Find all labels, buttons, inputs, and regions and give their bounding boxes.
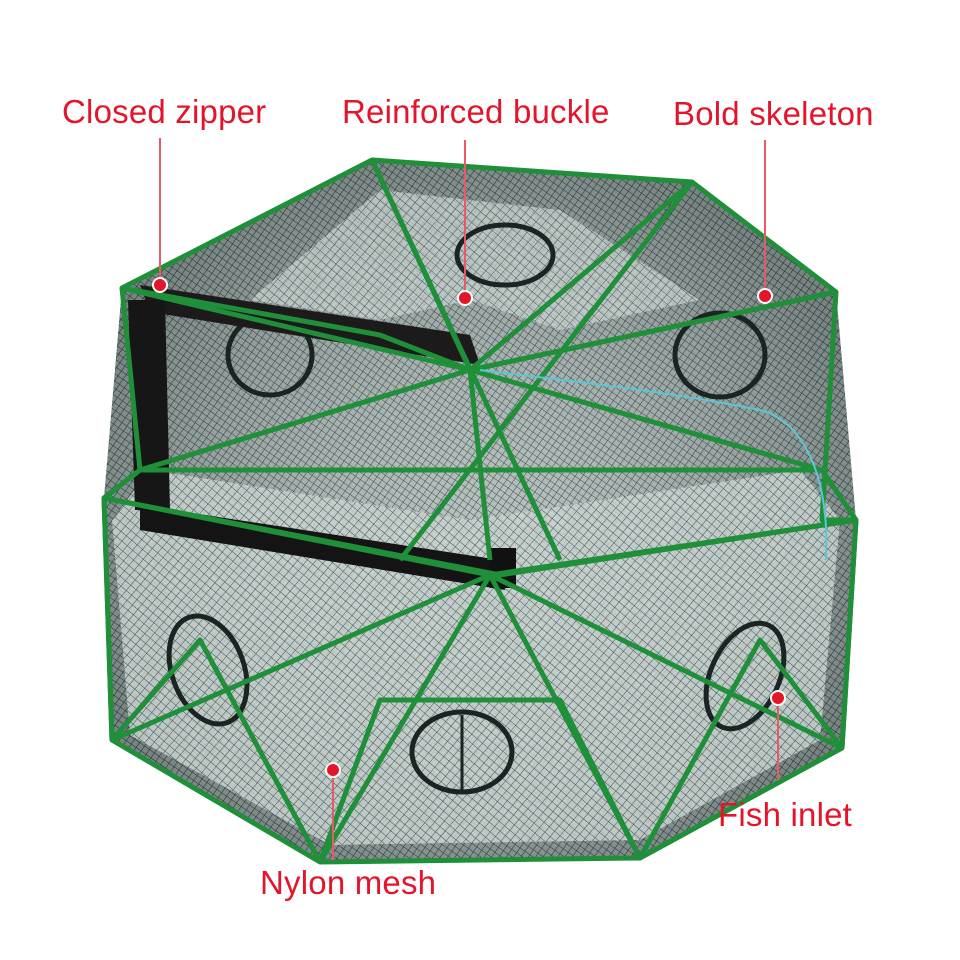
marker-dot: [770, 690, 786, 706]
inlet-ring: [454, 222, 556, 288]
marker-dot: [325, 762, 341, 778]
marker-dot: [457, 290, 473, 306]
marker-dots: [152, 277, 786, 778]
inlet-ring: [166, 613, 250, 727]
leader-lines: [159, 138, 779, 860]
label-fish-inlet: Fish inlet: [718, 796, 853, 833]
marker-dot: [757, 288, 773, 304]
rope: [479, 369, 828, 561]
inlet-ring: [409, 709, 515, 795]
inlet-ring: [672, 310, 768, 400]
bold-skeleton: [101, 157, 859, 865]
net-body: [104, 160, 856, 862]
label-closed-zipper: Closed zipper: [62, 93, 267, 130]
label-nylon-mesh: Nylon mesh: [260, 864, 437, 901]
label-reinforced-buckle: Reinforced buckle: [342, 93, 610, 130]
marker-dot: [152, 277, 168, 293]
label-bold-skeleton: Bold skeleton: [673, 95, 874, 132]
